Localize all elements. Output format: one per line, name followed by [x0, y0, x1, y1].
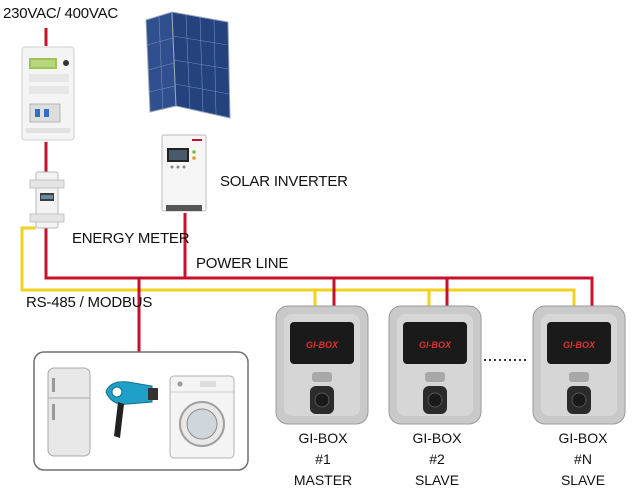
- charger-group: GI-BOX GI-BOX GI-BOX: [275, 305, 626, 425]
- refrigerator-icon: [47, 367, 91, 457]
- charger-number: #N: [574, 451, 592, 467]
- power-line-label: POWER LINE: [196, 255, 289, 272]
- ev-charger-icon: GI-BOX: [532, 305, 626, 425]
- charger-screen: [403, 322, 467, 364]
- charger-screen: [547, 322, 611, 364]
- din-energy-meter-icon: [29, 171, 65, 229]
- solar-inverter-icon: [161, 134, 207, 212]
- solar-panel-icon: [145, 11, 231, 119]
- charger-model: GI-BOX: [412, 430, 462, 446]
- socket-ring: [427, 392, 443, 408]
- charger-1-label: GI-BOX #1 MASTER: [283, 428, 363, 491]
- ev-charger-icon: GI-BOX: [388, 305, 482, 425]
- rs485-line: [20, 226, 576, 306]
- charger-role: SLAVE: [414, 472, 460, 488]
- charger-screen-logo: GI-BOX: [306, 340, 339, 350]
- charger-number: #1: [315, 451, 331, 467]
- hair-dryer-icon: [105, 381, 158, 438]
- solar-inverter-label: SOLAR INVERTER: [220, 173, 348, 190]
- rfid-reader: [425, 372, 445, 382]
- rfid-reader: [312, 372, 332, 382]
- power-line: [44, 213, 594, 352]
- socket-ring: [571, 392, 587, 408]
- charger-number: #2: [429, 451, 445, 467]
- charger-screen: [290, 322, 354, 364]
- energy-meter-label: ENERGY METER: [72, 230, 190, 247]
- socket-ring: [314, 392, 330, 408]
- charger-role: SLAVE: [560, 472, 606, 488]
- charger-screen-logo: GI-BOX: [419, 340, 452, 350]
- mains-voltage-label: 230VAC/ 400VAC: [3, 5, 119, 22]
- charger-model: GI-BOX: [558, 430, 608, 446]
- charger-2-label: GI-BOX #2 SLAVE: [397, 428, 477, 491]
- charger-n-label: GI-BOX #N SLAVE: [543, 428, 623, 491]
- washing-machine-icon: [169, 375, 235, 459]
- charger-model: GI-BOX: [298, 430, 348, 446]
- electric-meter-icon: [21, 46, 75, 141]
- rs485-label: RS-485 / MODBUS: [26, 294, 153, 311]
- appliance-group: [33, 351, 249, 471]
- ev-charger-icon: GI-BOX: [275, 305, 369, 425]
- rfid-reader: [569, 372, 589, 382]
- charger-role: MASTER: [293, 472, 353, 488]
- charger-screen-logo: GI-BOX: [563, 340, 596, 350]
